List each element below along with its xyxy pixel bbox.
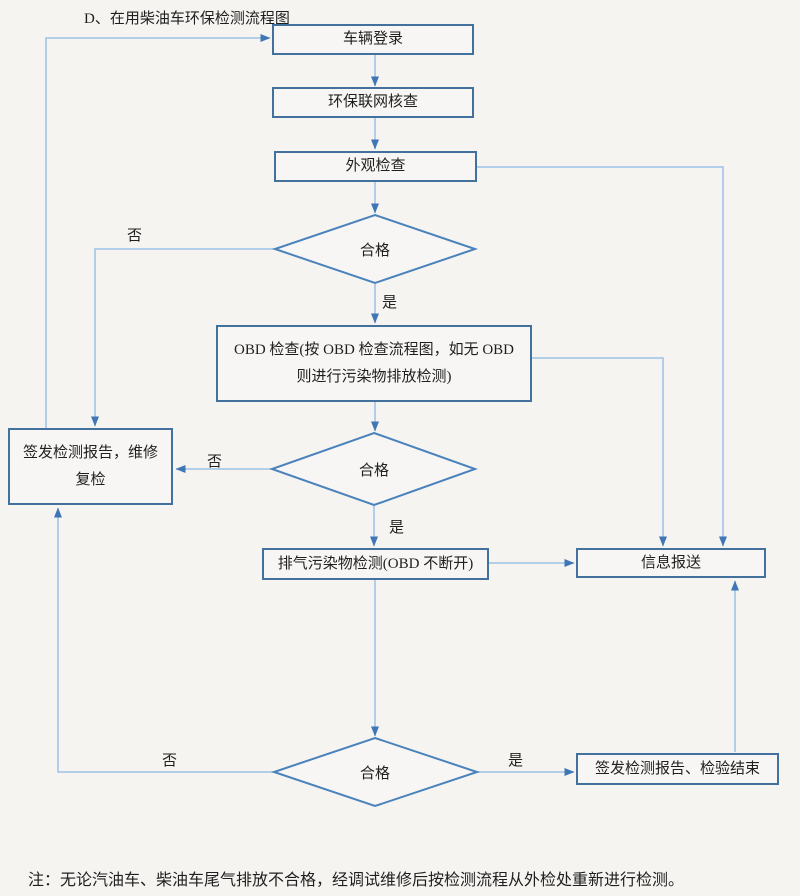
decision2-diamond bbox=[268, 431, 478, 507]
decision3-no-label: 否 bbox=[162, 753, 178, 769]
node-vehicle-login: 车辆登录 bbox=[272, 24, 474, 55]
connector-appearance-to-info-report bbox=[477, 166, 727, 547]
node-issue-report-repair: 签发检测报告，维修复检 bbox=[8, 428, 173, 505]
decision1-yes-label: 是 bbox=[382, 295, 398, 311]
node-exhaust-test: 排气污染物检测(OBD 不断开) bbox=[262, 548, 489, 580]
decision2-yes-label: 是 bbox=[389, 520, 405, 536]
connector-decision3-no-to-issue-repair bbox=[54, 507, 274, 773]
decision3-label: 合格 bbox=[359, 766, 390, 782]
decision1-diamond bbox=[271, 213, 479, 285]
decision2-no-label: 否 bbox=[207, 454, 223, 470]
node-obd-check: OBD 检查(按 OBD 检查流程图，如无 OBD 则进行污染物排放检测) bbox=[216, 325, 532, 402]
connector-issue-repair-to-login bbox=[45, 34, 271, 428]
decision2-label: 合格 bbox=[358, 463, 389, 479]
node-issue-report-end: 签发检测报告、检验结束 bbox=[576, 753, 779, 785]
decision1-label: 合格 bbox=[359, 243, 390, 259]
decision3-diamond bbox=[270, 736, 481, 808]
decision3-yes-label: 是 bbox=[508, 753, 524, 769]
node-info-report: 信息报送 bbox=[576, 548, 766, 578]
node-env-network-check: 环保联网核查 bbox=[272, 87, 474, 118]
page-title: D、在用柴油车环保检测流程图 bbox=[84, 11, 290, 27]
connector-decision1-no-to-issue-repair bbox=[91, 248, 275, 427]
footnote: 注：无论汽油车、柴油车尾气排放不合格，经调试维修后按检测流程从外检处重新进行检测… bbox=[28, 872, 685, 889]
connector-obd-to-info-report bbox=[532, 357, 667, 547]
node-appearance-check: 外观检查 bbox=[274, 151, 477, 182]
decision1-no-label: 否 bbox=[127, 228, 143, 244]
